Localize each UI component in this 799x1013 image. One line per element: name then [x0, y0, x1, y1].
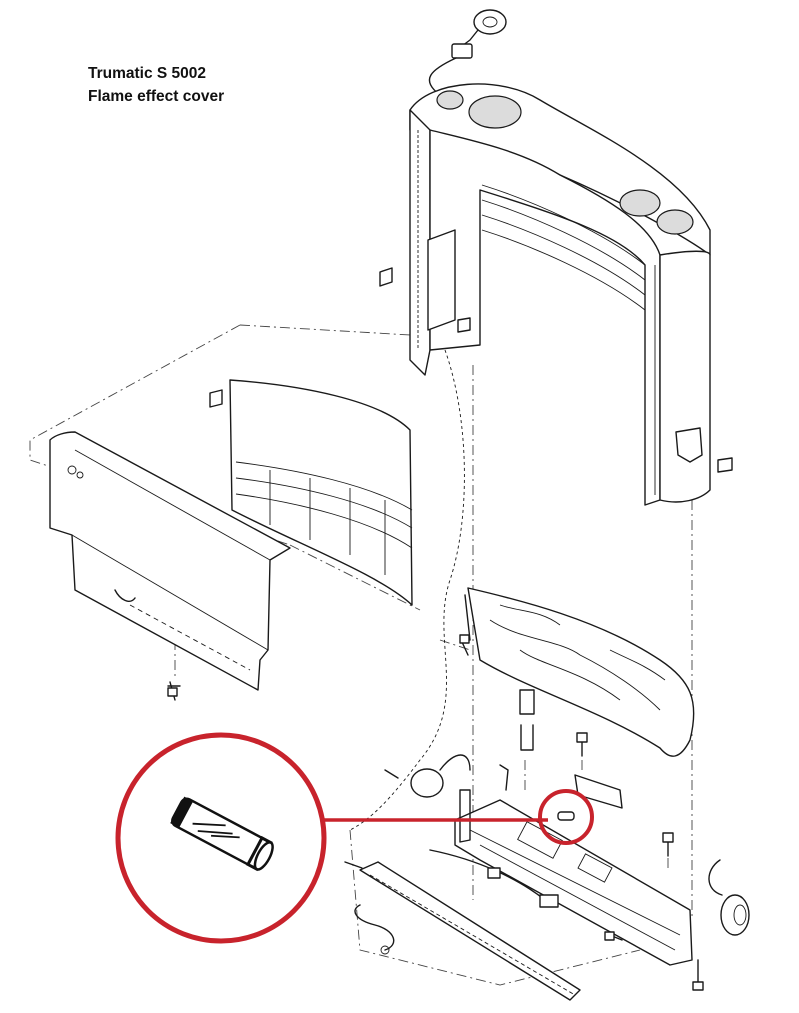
- fuse-callout: [115, 732, 594, 944]
- control-board: [384, 689, 693, 966]
- thermostat: [692, 859, 750, 991]
- title-model: Trumatic S 5002: [88, 65, 207, 82]
- housing-frame: [379, 83, 733, 506]
- diagram-title: Trumatic S 5002 Flame effect cover: [88, 62, 224, 108]
- wire-harness: [354, 849, 559, 955]
- glass-front: [209, 379, 413, 606]
- title-part: Flame effect cover: [88, 88, 225, 105]
- fuse-icon: [170, 796, 274, 872]
- screws: [459, 634, 674, 941]
- flame-effect-log: [464, 587, 695, 757]
- heating-element: [344, 861, 581, 1001]
- flame-effect-cover: [49, 431, 291, 701]
